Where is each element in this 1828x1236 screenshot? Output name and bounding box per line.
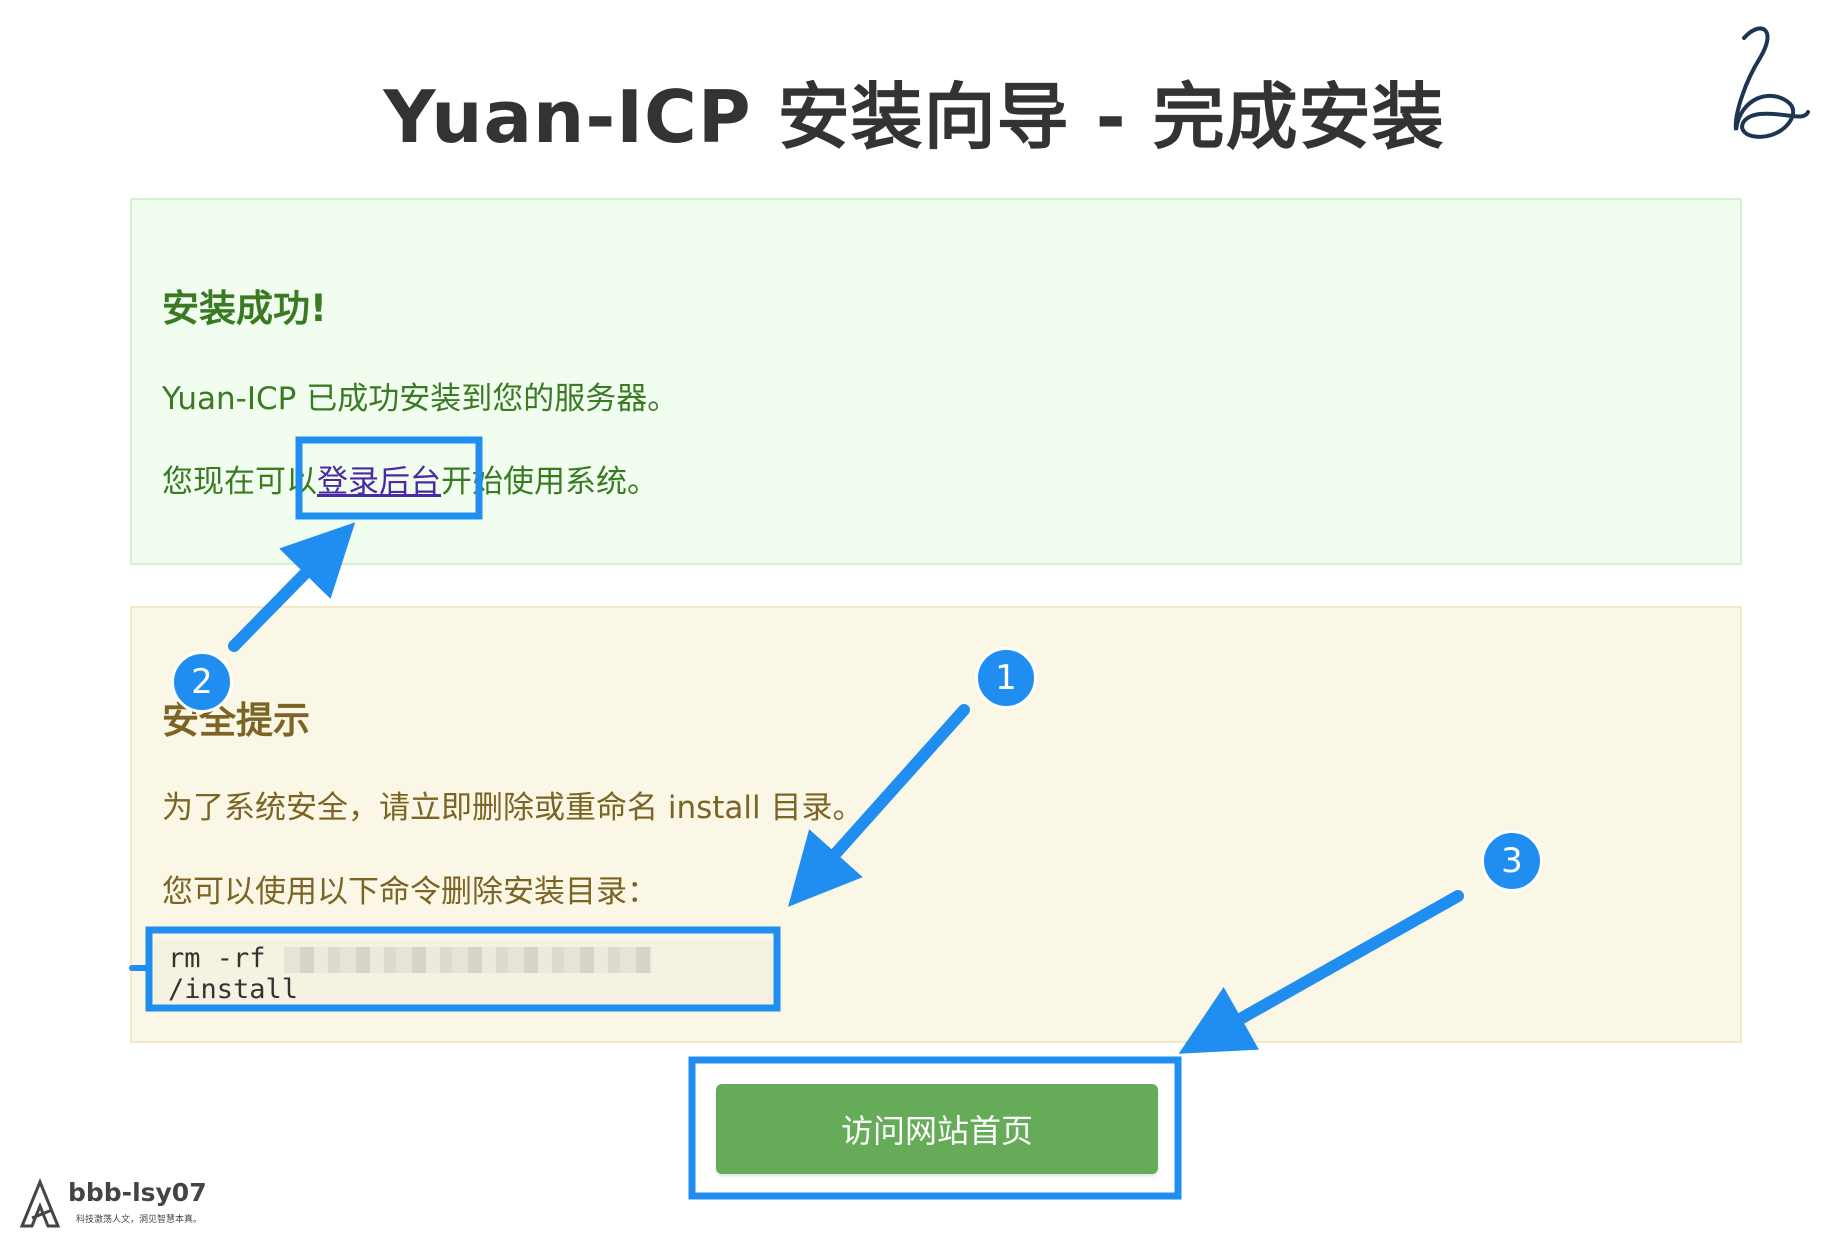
security-message: 为了系统安全，请立即删除或重命名 install 目录。	[162, 790, 864, 826]
command-suffix: /install	[168, 974, 299, 1005]
watermark-name: bbb-lsy07	[68, 1178, 207, 1207]
signature-logo-icon	[1733, 26, 1810, 139]
security-tip-panel: 安全提示 为了系统安全，请立即删除或重命名 install 目录。 您可以使用以…	[130, 606, 1742, 1043]
watermark-slogan: 科技激荡人文，洞见智慧本真。	[76, 1215, 203, 1225]
admin-login-link[interactable]: 登录后台	[317, 464, 441, 500]
page-title: Yuan-ICP 安装向导 - 完成安装	[383, 75, 1445, 159]
login-hint-prefix: 您现在可以	[162, 464, 317, 500]
command-prefix: rm -rf	[168, 943, 282, 974]
command-text: rm -rf /install	[168, 943, 782, 1005]
delete-command-box[interactable]: rm -rf /install	[154, 940, 782, 1008]
login-hint-suffix: 开始使用系统。	[441, 464, 658, 500]
success-message: Yuan-ICP 已成功安装到您的服务器。	[162, 381, 679, 417]
command-hint: 您可以使用以下命令删除安装目录：	[162, 874, 658, 910]
step-badge-2: 2	[171, 651, 233, 713]
step-badge-3: 3	[1481, 830, 1543, 892]
triangle-a-logo-icon	[19, 1178, 61, 1228]
success-heading: 安装成功!	[162, 287, 327, 330]
install-success-panel: 安装成功! Yuan-ICP 已成功安装到您的服务器。 您现在可以登录后台开始使…	[130, 198, 1742, 565]
step-badge-1: 1	[975, 647, 1037, 709]
redacted-path	[283, 946, 652, 973]
visit-home-button[interactable]: 访问网站首页	[716, 1084, 1158, 1174]
login-hint: 您现在可以登录后台开始使用系统。	[162, 456, 658, 501]
